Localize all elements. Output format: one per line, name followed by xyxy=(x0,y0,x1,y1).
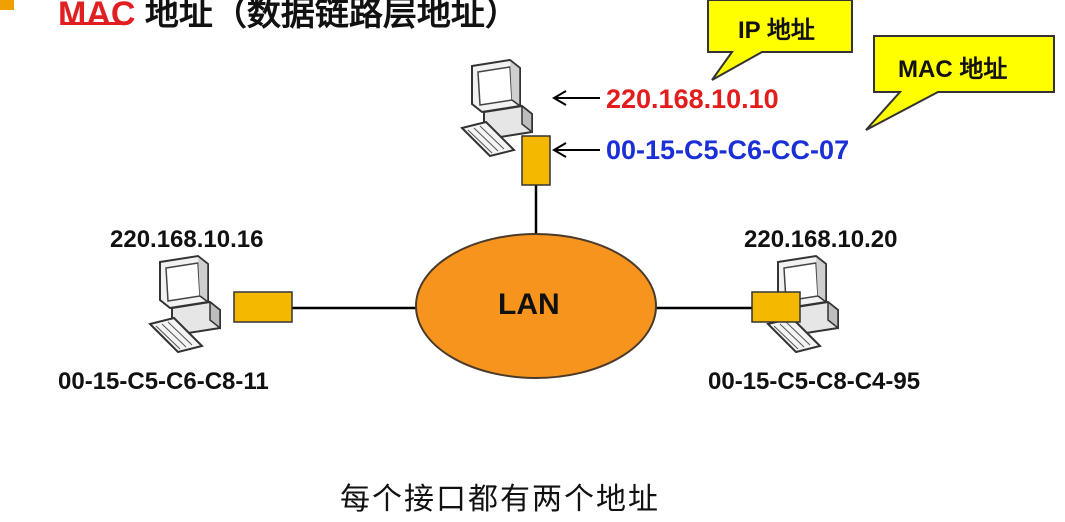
mac-arrow-icon xyxy=(552,142,600,158)
ip-callout-bubble xyxy=(707,0,853,81)
mac-callout-bubble xyxy=(865,35,1055,131)
right-host-ip: 220.168.10.20 xyxy=(744,226,898,253)
left-host-mac: 00-15-C5-C6-C8-11 xyxy=(58,368,269,395)
left-computer-icon xyxy=(149,255,221,353)
title-underline xyxy=(62,22,124,25)
ip-callout-label: IP 地址 xyxy=(738,17,815,44)
left-host-ip: 220.168.10.16 xyxy=(110,226,264,253)
top-host-mac: 00-15-C5-C6-CC-07 xyxy=(606,135,850,165)
title-suffix: 地址（数据链路层地址） xyxy=(135,0,519,33)
right-host-mac: 00-15-C5-C8-C4-95 xyxy=(708,368,921,395)
title-bullet-icon xyxy=(0,0,14,10)
title-mac: MAC xyxy=(58,0,136,33)
ip-arrow-icon xyxy=(552,90,600,106)
mac-callout-label: MAC 地址 xyxy=(898,56,1008,83)
lan-label: LAN xyxy=(498,288,560,321)
right-interface-card xyxy=(751,291,801,323)
page-title: MAC 地址（数据链路层地址） xyxy=(58,0,519,35)
diagram-caption: 每个接口都有两个地址 xyxy=(340,483,660,516)
lan-cloud xyxy=(415,233,657,379)
left-interface-card xyxy=(233,291,293,323)
top-interface-card xyxy=(521,135,551,186)
top-host-ip: 220.168.10.10 xyxy=(606,84,779,114)
